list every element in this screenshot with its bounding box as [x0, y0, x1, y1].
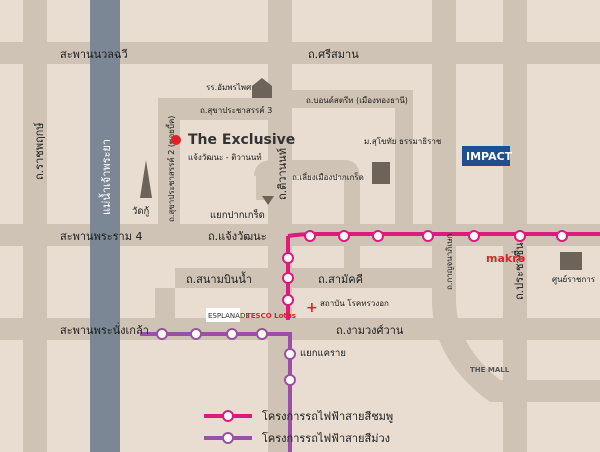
road-sukhaprachasan3 [158, 98, 270, 120]
label-kanchanaphisek: ถ.กาญจนาภิเษก [445, 234, 454, 290]
legend-pink-label: โครงการรถไฟฟ้าสายสีชมพู [262, 409, 393, 423]
government-icon [560, 252, 582, 270]
road-samakkhi [292, 268, 442, 288]
label-river: แม่น้ำเจ้าพระยา [98, 139, 113, 215]
label-ring-road: ถ.เลี่ยงเมืองปากเกร็ด [292, 171, 364, 182]
label-pak-kret-junction: แยกปากเกร็ด [210, 208, 265, 221]
label-tiwanon: ถ.ติวานนท์ [276, 148, 289, 200]
hospital-icon: + [306, 300, 318, 316]
label-ngamwongwan: ถ.งามวงศ์วาน [336, 324, 404, 337]
road-kanchanaphisek [432, 0, 600, 402]
road-prachachuen [503, 0, 527, 452]
label-sanambinnam: ถ.สนามบินน้ำ [186, 271, 252, 286]
building-icon [372, 162, 390, 184]
project-marker-icon [171, 135, 181, 145]
label-cancer-institute: สถาบัน โรคทรวงอก [320, 298, 389, 308]
legend: โครงการรถไฟฟ้าสายสีชมพู โครงการรถไฟฟ้าสา… [204, 409, 393, 445]
label-sukhaprachasan2: ถ.สุขาประชาสรรค์ 2 (ซอยบี้ค) [165, 116, 176, 222]
label-samakkhi: ถ.สามัคคี [318, 273, 363, 286]
school-icon [252, 78, 272, 98]
project-name: The Exclusive [188, 132, 295, 148]
road-sukhaprachasan2 [158, 120, 180, 224]
label-bridge-rama4: สะพานพระราม 4 [60, 230, 142, 243]
temple-icon [140, 160, 152, 198]
project-sub: แจ้งวัฒนะ - ติวานนท์ [188, 152, 262, 162]
esplanade-logo [206, 308, 240, 322]
label-esplanade: ESPLANADE [208, 312, 250, 320]
label-school: รร.อัมพรไพศาล [206, 83, 261, 92]
impact-logo [462, 146, 510, 166]
label-stou: ม.สุโขทัย ธรรมาธิราช [364, 136, 442, 146]
label-gov-center: ศูนย์ราชการ [552, 274, 596, 285]
label-tesco: TESCO Lotus [246, 312, 296, 320]
label-bond-street: ถ.บอนด์สตรีท (เมืองทองธานี) [306, 95, 408, 105]
label-makro: makro [486, 252, 526, 265]
purple-stations [156, 328, 296, 386]
label-chaengwattana: ถ.แจ้งวัฒนะ [208, 230, 267, 243]
pink-line [287, 232, 600, 238]
road-ratchaphruek [23, 0, 47, 452]
label-the-mall: THE MALL [470, 366, 510, 374]
label-impact: IMPACT [466, 150, 513, 163]
label-sukhaprachasan3: ถ.สุขาประชาสรรค์ 3 [200, 105, 272, 115]
label-si-saman: ถ.ศรีสมาน [308, 48, 359, 61]
label-bridge-rama7: สะพานนวลฉวี [60, 48, 128, 61]
river [90, 0, 120, 452]
legend-purple-label: โครงการรถไฟฟ้าสายสีม่วง [262, 431, 390, 445]
label-khae-rai-junction: แยกแคราย [300, 348, 346, 359]
road-bond-street [292, 90, 412, 108]
arrow-icon [262, 196, 274, 205]
road-ring [254, 160, 360, 268]
label-prachachuen: ถ.ประชาชื่น [511, 242, 526, 300]
pink-stations [282, 230, 568, 306]
label-ratchaphruek: ถ.ราชพฤกษ์ [33, 122, 46, 180]
label-wat-khu: วัดกู้ [132, 206, 150, 217]
label-bridge-nonthaburi: สะพานพระนั่งเกล้า [60, 322, 149, 337]
road-sanambinnam [175, 268, 275, 288]
